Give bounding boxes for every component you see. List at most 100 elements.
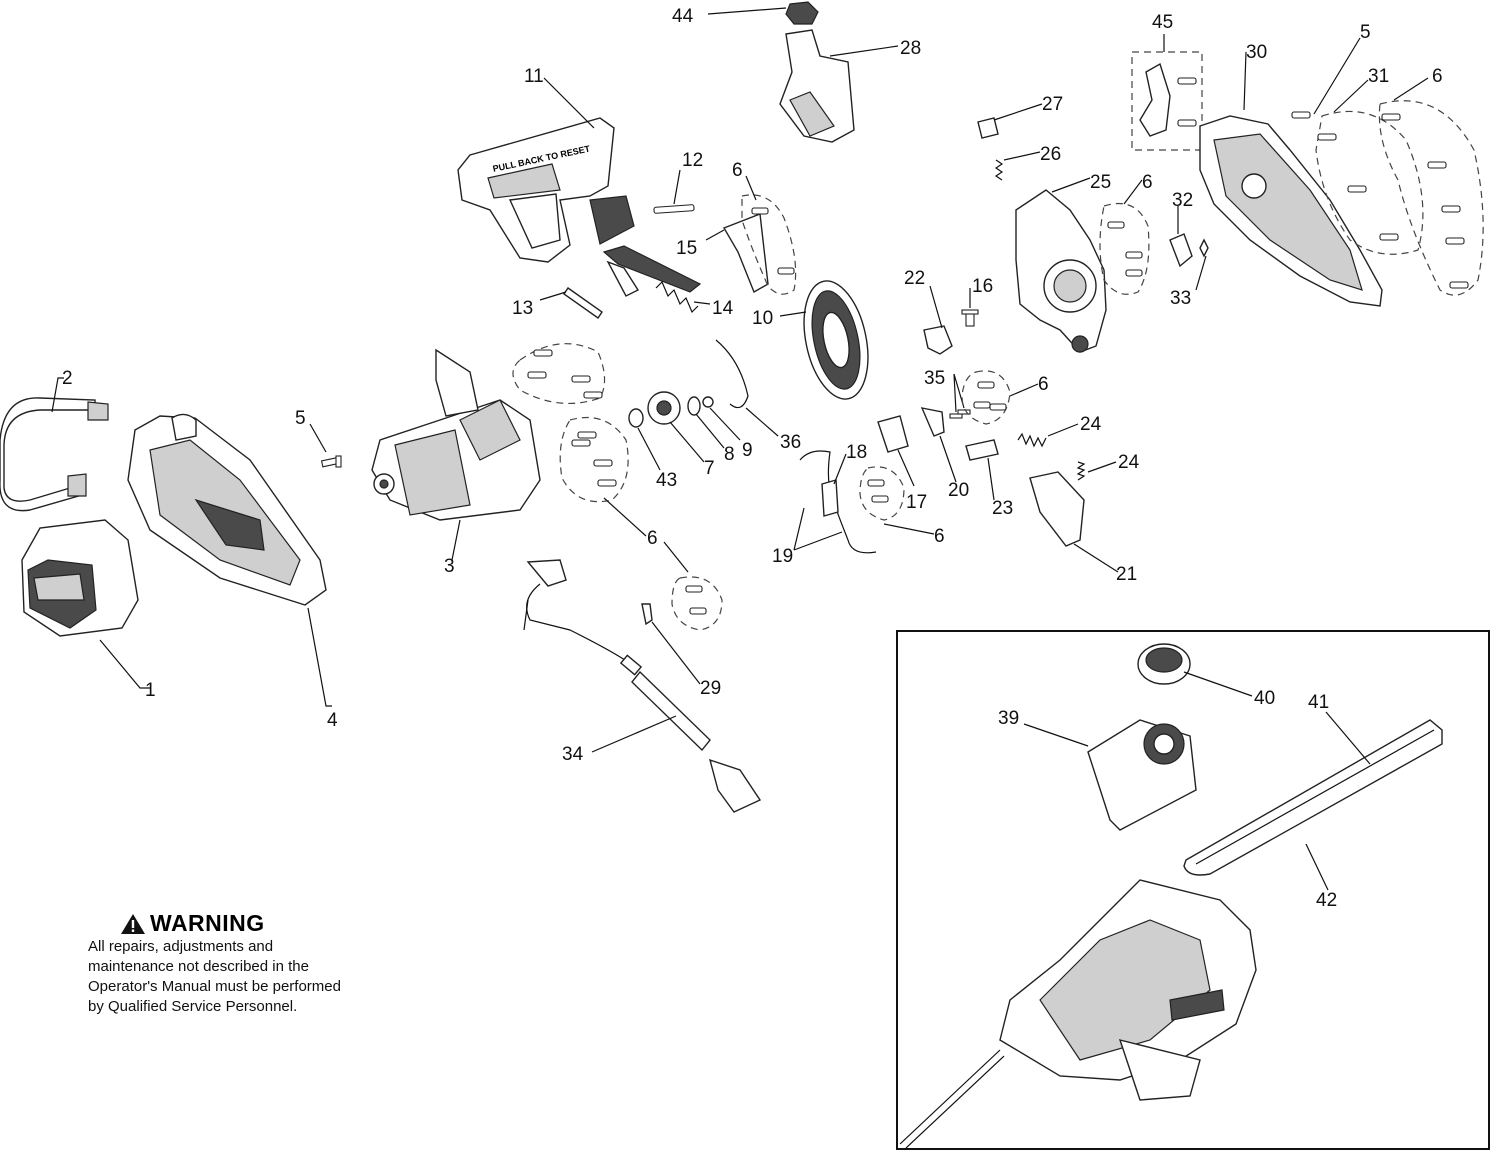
part-17-terminal-block [877,415,909,453]
screw-group-cord [671,576,723,631]
callout-30: 30 [1246,42,1267,63]
warning-text: All repairs, adjustments and maintenance… [88,938,341,1015]
callout-3: 3 [444,556,455,577]
part-12-pin [653,204,695,214]
part-28-oil-tank [779,29,855,143]
callout-14: 14 [712,298,734,319]
part-22-latch [923,325,953,355]
callout-2: 2 [62,368,73,389]
part-2-front-handle [0,397,109,512]
part-14-spring [655,280,699,314]
callout-5-left: 5 [295,408,306,429]
callout-10: 10 [752,308,773,329]
callout-27: 27 [1042,94,1063,115]
callout-39: 39 [998,708,1019,729]
callout-40: 40 [1254,688,1275,709]
part-10-gear [803,280,869,400]
part-5-screw-left [320,455,342,468]
part-23-block [965,439,999,461]
part-29-clip [641,603,653,626]
callout-24-a: 24 [1080,414,1102,435]
callout-29: 29 [700,678,721,699]
part-16-screw [961,309,979,327]
callout-19: 19 [772,546,793,567]
callout-42: 42 [1316,890,1337,911]
callout-9: 9 [742,440,753,461]
warning-title: WARNING [150,910,265,936]
part-33-pin [1199,238,1209,258]
part-45-bracket-kit [1131,51,1203,151]
callout-44: 44 [672,6,694,27]
warning-notice: WARNING All repairs, adjustments and mai… [88,910,358,1017]
callout-8: 8 [724,444,735,465]
callout-41: 41 [1308,692,1329,713]
part-4-left-housing [127,413,327,606]
part-34-power-cord [523,559,762,813]
part-1-cover [21,519,139,637]
callout-15: 15 [676,238,697,259]
screw-group-bracket [741,194,797,295]
callout-22: 22 [904,268,925,289]
part-11-brake-guard: PULL BACK TO RESET [457,117,635,263]
callout-21: 21 [1116,564,1137,585]
callout-6-bracket: 6 [732,160,743,181]
part-24-spring-b [1076,461,1086,481]
part-20-lever [920,407,945,437]
part-31-screw-group [1315,110,1424,255]
part-26-spring [994,159,1004,181]
callout-43: 43 [656,470,677,491]
part-7-drive-gear [647,391,681,425]
part-25-gearbox [1015,189,1107,353]
callout-17: 17 [906,492,927,513]
callout-35: 35 [924,368,945,389]
part-36-band [715,339,749,409]
callout-24-b: 24 [1118,452,1140,473]
part-21-trigger [1029,471,1085,547]
callout-6-motor: 6 [647,528,658,549]
callout-31: 31 [1368,66,1389,87]
callout-7: 7 [704,458,715,479]
part-35-pins [949,409,971,419]
part-19-switch-wire [799,450,877,554]
callout-20: 20 [948,480,969,501]
part-43-bushing [628,408,644,428]
callout-6-rear: 6 [1038,374,1049,395]
part-32-adjuster [1169,233,1193,268]
callout-33: 33 [1170,288,1191,309]
part-30-right-housing [1199,115,1383,307]
callout-5-right: 5 [1360,22,1371,43]
assembled-view-inset [896,630,1490,1150]
part-24-spring-a [1017,432,1047,448]
part-44-oil-cap [785,1,819,25]
screw-group-rear-small [961,370,1011,425]
screw-group-motor-lower [559,416,629,503]
callout-45: 45 [1152,12,1173,33]
callout-16: 16 [972,276,993,297]
callout-11: 11 [524,66,544,87]
screw-group-gearbox [1099,202,1150,295]
callout-25: 25 [1090,172,1111,193]
callout-18: 18 [846,442,867,463]
warning-triangle-icon [121,913,145,934]
callout-26: 26 [1040,144,1061,165]
callout-6-switch: 6 [934,526,945,547]
part-13-spring [563,287,603,319]
callout-4: 4 [327,710,338,731]
part-15-bracket [722,213,769,294]
callout-28: 28 [900,38,921,59]
part-brake-link [602,245,702,297]
part-9-washer [702,396,714,408]
callout-36: 36 [780,432,801,453]
screw-group-motor-upper [512,343,606,405]
callout-32: 32 [1172,190,1193,211]
callout-34: 34 [562,744,584,765]
callout-1: 1 [145,680,156,701]
part-3-motor [371,348,541,521]
part-8-washer [687,396,701,416]
callout-6-right: 6 [1432,66,1443,87]
inset-parts [899,643,1443,1149]
screw-group-switch [859,466,905,521]
screw-group-right-edge [1378,100,1484,296]
part-5-screw-right [1291,111,1311,119]
